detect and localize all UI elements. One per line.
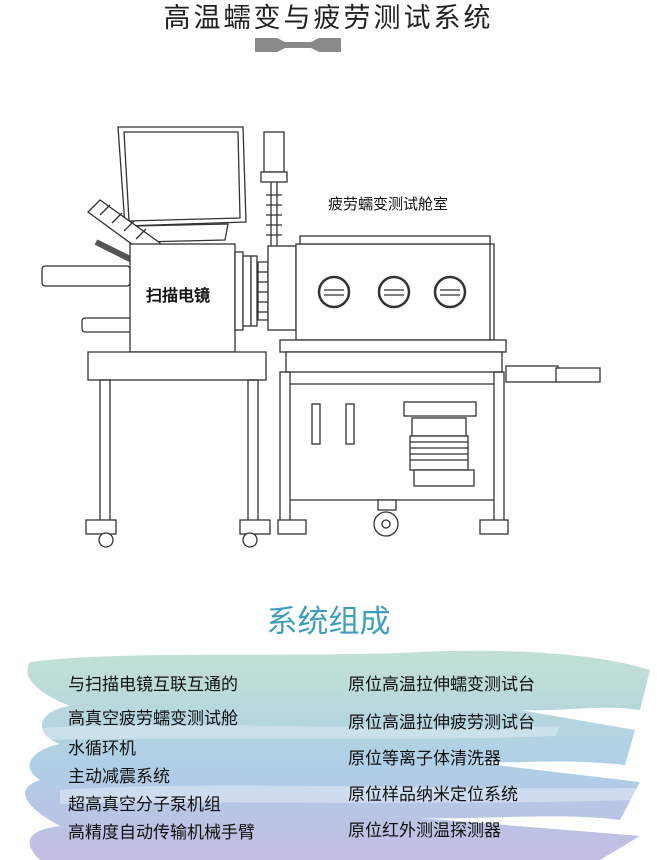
list-item: 原位等离子体清洗器 [348,749,501,769]
list-item: 原位高温拉伸蠕变测试台 [348,675,535,695]
sem-label: 扫描电镜 [146,286,211,305]
section-heading: 系统组成 [266,604,391,640]
system-diagram [41,126,601,548]
list-item: 水循环机 [68,739,136,759]
dogbone-specimen-icon [255,38,341,52]
page-title: 高温蠕变与疲劳测试系统 [163,3,494,34]
list-item: 高精度自动传输机械手臂 [68,823,255,843]
list-item: 原位红外测温探测器 [348,821,501,841]
list-item: 高真空疲劳蠕变测试舱 [68,709,238,729]
list-item: 主动减震系统 [68,767,170,787]
list-item: 原位高温拉伸疲劳测试台 [348,713,535,733]
list-item: 原位样品纳米定位系统 [348,785,518,805]
list-item: 与扫描电镜互联互通的 [68,675,238,695]
chamber-label: 疲劳蠕变测试舱室 [328,195,449,213]
brush-stroke-background [25,650,651,860]
list-item: 超高真空分子泵机组 [68,795,221,815]
